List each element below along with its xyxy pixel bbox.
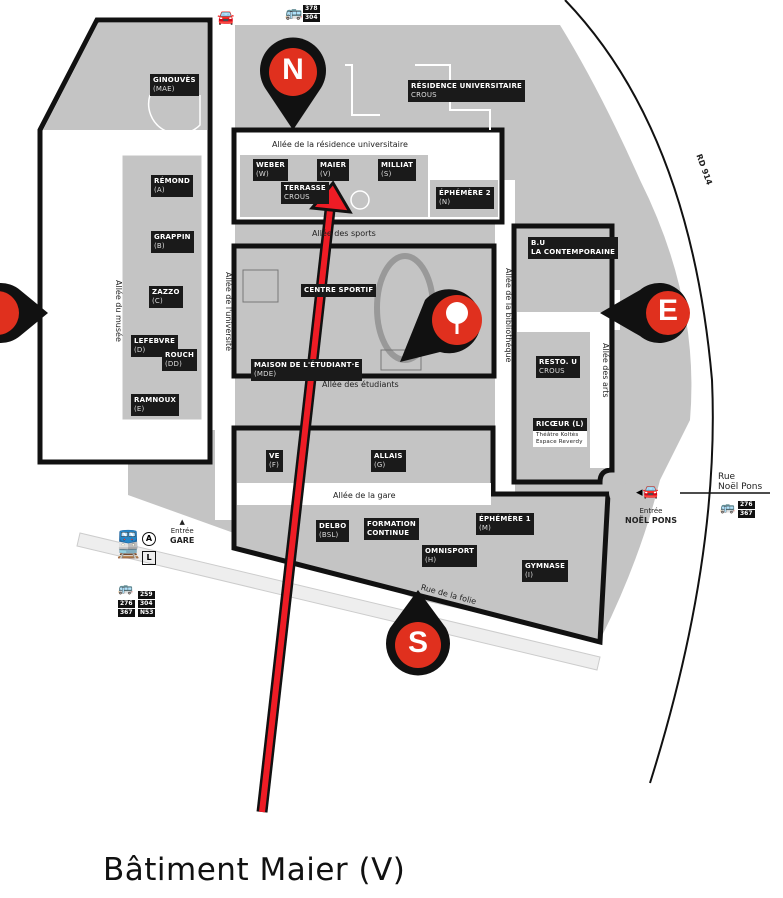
building-grappin[interactable]: GRAPPIN(B) bbox=[151, 231, 194, 253]
pin-south[interactable] bbox=[386, 590, 450, 676]
south-block bbox=[231, 425, 611, 646]
bus-icon-top: 🚌 bbox=[285, 5, 303, 21]
pin-north[interactable] bbox=[260, 37, 326, 130]
building-ephemere-1[interactable]: ÉPHÉMÈRE 1(M) bbox=[476, 513, 534, 535]
car-icon: ◂🚘 bbox=[636, 485, 659, 500]
train-line-badge: L bbox=[142, 551, 156, 565]
road-gare: Allée de la gare bbox=[333, 491, 396, 500]
building-weber[interactable]: WEBER(W) bbox=[253, 159, 289, 181]
rer-line-badge: A bbox=[142, 532, 156, 546]
road-etudiants: Allée des étudiants bbox=[322, 380, 399, 389]
building-ephemere-2[interactable]: ÉPHÉMÈRE 2(N) bbox=[436, 187, 494, 209]
road-sports: Allée des sports bbox=[312, 229, 376, 238]
bus-line: 304 bbox=[303, 14, 320, 22]
pin-east-letter: E bbox=[657, 294, 678, 327]
rd914-road bbox=[564, 0, 714, 784]
pin-park[interactable] bbox=[400, 289, 482, 362]
caption-title: Bâtiment Maier (V) bbox=[103, 852, 406, 888]
building-milliat[interactable]: MILLIAT(S) bbox=[378, 159, 417, 181]
tree-icon bbox=[446, 302, 468, 324]
roundabout bbox=[609, 482, 631, 504]
pin-west-partial[interactable] bbox=[0, 283, 48, 343]
building-maier[interactable]: MAIER(V) bbox=[317, 159, 350, 181]
building-zazzo[interactable]: ZAZZO(C) bbox=[149, 286, 183, 308]
car-icon-top: 🚘 bbox=[217, 10, 235, 26]
road-musee: Allée du musée bbox=[114, 280, 123, 342]
pin-north-letter: N bbox=[282, 53, 304, 86]
building-delbo[interactable]: DELBO(BSL) bbox=[316, 520, 350, 542]
building-omnisport[interactable]: OMNISPORT(H) bbox=[422, 545, 478, 567]
pin-east[interactable] bbox=[600, 283, 690, 344]
building-centre-sportif[interactable]: CENTRE SPORTIF bbox=[301, 284, 377, 297]
building-rouch[interactable]: ROUCH(DD) bbox=[162, 349, 198, 371]
building-ginouves[interactable]: GINOUVÈS(MAE) bbox=[150, 74, 199, 96]
building-gymnase[interactable]: GYMNASE(I) bbox=[522, 560, 569, 582]
bus-line: 367 bbox=[738, 510, 755, 518]
bus-line: 304 bbox=[138, 600, 155, 608]
building-ramnoux[interactable]: RAMNOUX(E) bbox=[131, 394, 180, 416]
bus-line: 378 bbox=[303, 5, 320, 13]
bus-line: 367 bbox=[118, 609, 135, 617]
bus-line: 276 bbox=[738, 501, 755, 509]
road-arts: Allée des arts bbox=[601, 343, 610, 398]
bus-icon-gare: 🚌 bbox=[118, 581, 133, 595]
bus-line: N53 bbox=[138, 609, 156, 617]
bus-line: 276 bbox=[118, 600, 135, 608]
road-universite: Allée de l'université bbox=[224, 272, 233, 352]
building-f[interactable]: VE(F) bbox=[266, 450, 283, 472]
train-icon: 🚆 bbox=[112, 530, 145, 560]
pin-south-letter: S bbox=[407, 626, 428, 659]
building-remond[interactable]: RÉMOND(A) bbox=[151, 175, 193, 197]
road-bibliotheque: Allée de la bibliothèque bbox=[504, 268, 513, 363]
bus-icon-noel-pons: 🚌 bbox=[720, 500, 735, 514]
bus-line: 259 bbox=[138, 591, 155, 599]
building-maison-etudiant[interactable]: MAISON DE L'ÉTUDIANT·E(MDE) bbox=[251, 359, 363, 381]
direction-arrow bbox=[256, 180, 353, 813]
road-residence: Allée de la résidence universitaire bbox=[272, 140, 408, 149]
building-allais[interactable]: ALLAIS(G) bbox=[371, 450, 406, 472]
